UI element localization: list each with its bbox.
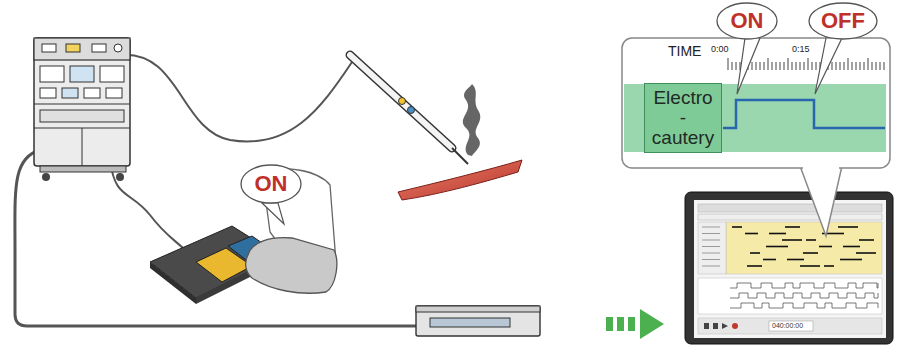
speech-bubble: OFF [808, 2, 878, 40]
bubble-text: OFF [821, 9, 865, 32]
speech-bubble: ON [240, 164, 302, 204]
tissue [398, 160, 522, 200]
callout-panel [622, 38, 890, 168]
pen-cable [120, 55, 352, 142]
time-tick: 0:15 [792, 45, 810, 54]
timecode: 040:00:00 [772, 322, 803, 329]
time-tick: 0:00 [711, 45, 729, 54]
axis-title: TIME [668, 44, 701, 58]
recorder [416, 306, 540, 336]
laptop [685, 192, 893, 344]
bubble-tail [262, 203, 284, 224]
recorder-cable [15, 150, 416, 326]
bubble-tail [737, 38, 760, 94]
callout-joint [803, 163, 839, 169]
signal-trace [723, 100, 885, 128]
flow-arrow [606, 309, 664, 339]
footswitch-cable [110, 160, 185, 250]
electrosurgical-generator [34, 38, 130, 181]
speech-bubble: ON [716, 2, 778, 40]
bubble-text: ON [731, 9, 764, 32]
smoke [463, 84, 480, 156]
bubble-text: ON [255, 172, 288, 195]
electrocautery-pen [350, 55, 468, 164]
bubble-tail [815, 38, 842, 94]
track-name: Electro -cautery [650, 88, 716, 148]
track-label: Electro -cautery [644, 83, 722, 153]
callout-tail [800, 166, 842, 236]
track-band [624, 84, 886, 152]
